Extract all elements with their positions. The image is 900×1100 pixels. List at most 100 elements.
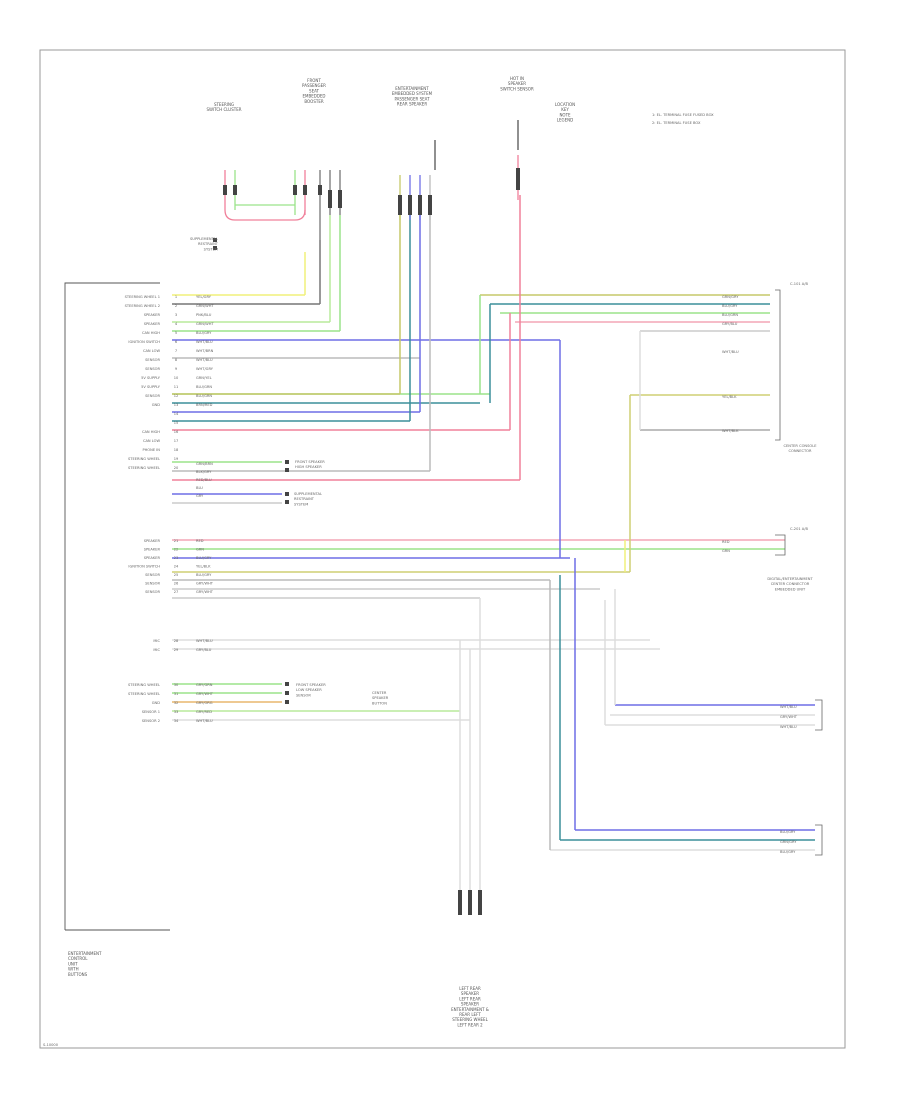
pin-number-18: 18 — [174, 448, 179, 452]
wire-code: BRN/RED — [196, 403, 213, 407]
right-connector-4-wire: BLU/GRY — [780, 830, 796, 834]
pin-label-12: SENSOR — [145, 394, 160, 398]
pin-label-32: GND — [152, 701, 160, 705]
pin-label-19: STEERING WHEEL — [128, 457, 160, 461]
pin-label-3: SPEAKER — [144, 313, 161, 317]
pin-number-8: 8 — [175, 358, 178, 362]
pin-label-33: SENSOR 1 — [142, 710, 160, 714]
pin-label-23: SPEAKER — [144, 556, 161, 560]
pin-number-4: 4 — [175, 322, 178, 326]
pin-label-17: CAN LOW — [143, 439, 161, 443]
right-connector-1-wire: GRN/GRY — [722, 295, 739, 299]
wire-code: BLU/GRY — [196, 331, 212, 335]
pin-number-1: 1 — [175, 295, 177, 299]
pin-number-21: 21 — [174, 539, 179, 543]
pin-number-14: 14 — [174, 412, 179, 416]
right-connector-1-wire: BLU/GRY — [722, 304, 738, 308]
right-connector-4-wire: BLU/GRY — [780, 850, 796, 854]
pin-number-17: 17 — [174, 439, 179, 443]
right-connector-2-wire: GRN — [722, 549, 730, 553]
vertical-wires — [304, 195, 641, 905]
pin-label-29: MIC — [153, 648, 160, 652]
wire-code: BLU/GRY — [196, 556, 212, 560]
wire-code: WHT/GRY — [196, 367, 214, 371]
wire-harness — [172, 294, 815, 851]
pin-label-16: CAN HIGH — [142, 430, 160, 434]
pin-label-27: SENSOR — [145, 590, 160, 594]
pin-label-22: SPEAKER — [144, 548, 161, 552]
right-connector-brackets — [775, 289, 823, 856]
pin-number-2: 2 — [175, 304, 177, 308]
wire-code: GRN/WHT — [196, 304, 214, 308]
pin-label-28: MIC — [153, 639, 160, 643]
top-connectors — [224, 120, 519, 240]
wire-code: WHT/BLU — [196, 719, 213, 723]
wire-code: GRY/WHT — [196, 582, 214, 586]
pin-number-5: 5 — [175, 331, 177, 335]
pin-label-2: STEERING WHEEL 2 — [125, 304, 160, 308]
right-connector-3-wire: GRY/WHT — [780, 715, 798, 719]
pin-number-3: 3 — [175, 313, 177, 317]
diagram-frame — [39, 49, 846, 1049]
wire-code: GRN/WHT — [196, 322, 214, 326]
pin-number-34: 34 — [174, 719, 179, 723]
wire-code: GRY/RED — [196, 710, 212, 714]
pin-label-11: 5V SUPPLY — [141, 385, 161, 389]
pin-label-24: IGNITION SWITCH — [128, 565, 160, 569]
pin-label-7: CAN LOW — [143, 349, 161, 353]
pin-number-28: 28 — [174, 639, 179, 643]
pin-number-22: 22 — [174, 548, 179, 552]
pin-number-11: 11 — [174, 385, 179, 389]
wire-code: YEL/GRY — [196, 295, 212, 299]
pin-label-8: SENSOR — [145, 358, 160, 362]
pin-number-29: 29 — [174, 648, 179, 652]
right-connector-4-wire: GRN/GRY — [780, 840, 797, 844]
pin-number-24: 24 — [174, 565, 179, 569]
wire-code: BLU — [196, 486, 203, 490]
pin-number-10: 10 — [174, 376, 179, 380]
pin-label-13: GND — [152, 403, 160, 407]
pin-number-23: 23 — [174, 556, 179, 560]
wire-code: BLU/GRN — [196, 385, 212, 389]
pin-number-15: 15 — [174, 421, 179, 425]
pin-number-30: 30 — [174, 683, 179, 687]
wire-code: GRY/GRN — [196, 683, 213, 687]
right-connector-1-wire: WHT/BLU — [722, 350, 739, 354]
wire-code: WHT/BLU — [196, 639, 213, 643]
wire-code: GRY/WHT — [196, 590, 214, 594]
wire-code: BLU/GRN — [196, 394, 212, 398]
connector-marks — [213, 168, 520, 915]
right-connector-3-wire: WHT/BLU — [780, 705, 797, 709]
pin-number-16: 16 — [174, 430, 179, 434]
wire-code: RED — [196, 539, 204, 543]
pin-label-1: STEERING WHEEL 1 — [125, 295, 160, 299]
pin-number-33: 33 — [174, 710, 179, 714]
right-connector-1-wire: BLU/GRN — [722, 313, 738, 317]
pin-number-6: 6 — [175, 340, 178, 344]
pin-label-25: SENSOR — [145, 573, 160, 577]
wire-code: GRY/ORG — [196, 701, 213, 705]
pin-label-21: SPEAKER — [144, 539, 161, 543]
wire-code: WHT/BLU — [196, 358, 213, 362]
wire-code: GRY — [196, 494, 204, 498]
wire-code: BLU/GRY — [196, 573, 212, 577]
pin-label-31: STEERING WHEEL — [128, 692, 160, 696]
wire-code: GRN/YEL — [196, 376, 212, 380]
pin-number-26: 26 — [174, 582, 179, 586]
pin-label-5: CAN HIGH — [142, 331, 160, 335]
right-connector-2-title: C-201 A/B — [790, 527, 808, 531]
pin-label-4: SPEAKER — [144, 322, 161, 326]
pin-number-9: 9 — [175, 367, 178, 371]
pin-number-7: 7 — [175, 349, 177, 353]
